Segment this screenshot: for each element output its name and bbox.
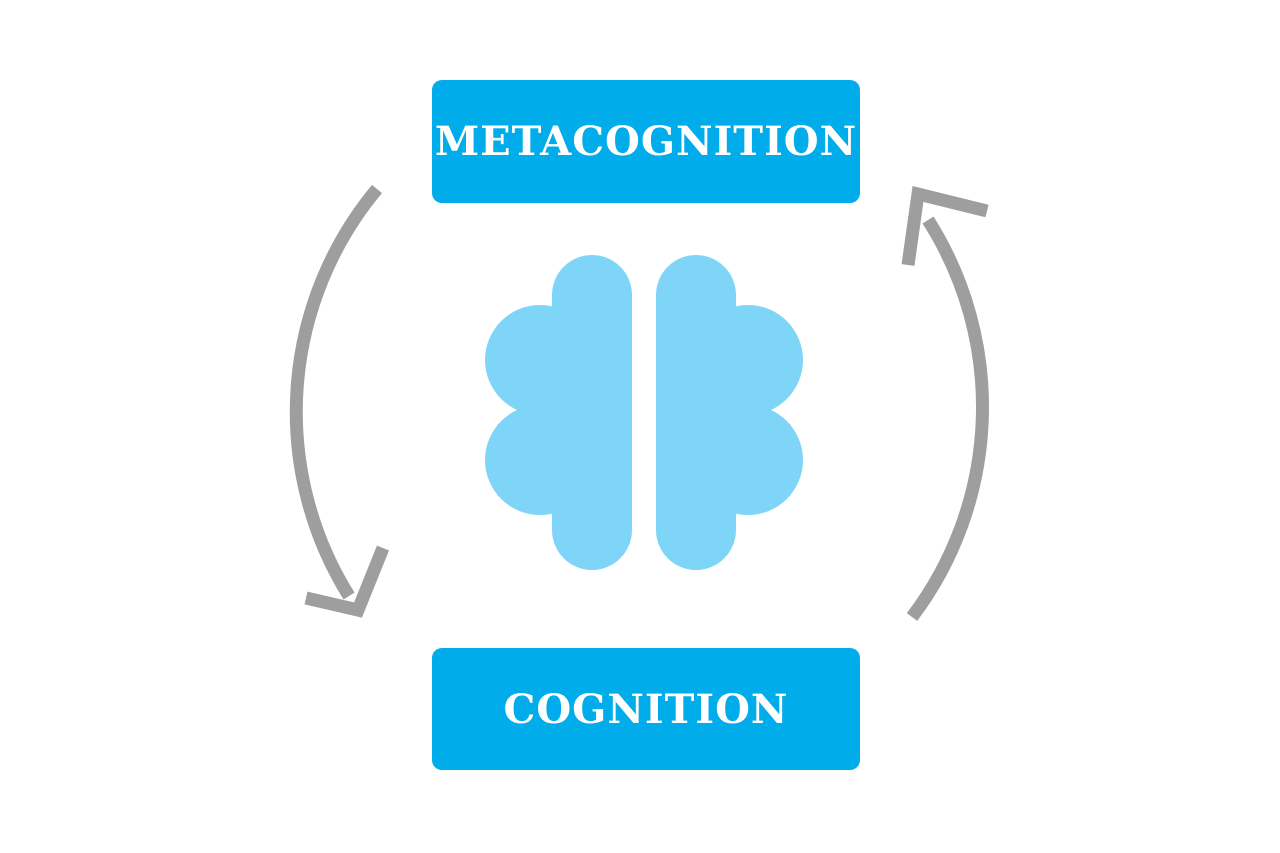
cycle-arrow-down-arc xyxy=(289,184,382,600)
cycle-arrow-down-icon xyxy=(289,184,390,618)
metacognition-label: METACOGNITION xyxy=(434,118,858,165)
metacognition-box: METACOGNITION xyxy=(432,80,860,203)
cycle-arrow-up-head xyxy=(901,185,989,266)
cycle-arrow-up-arc xyxy=(906,216,990,621)
brain-left-hemisphere xyxy=(485,255,632,570)
cycle-arrow-up-icon xyxy=(901,185,990,621)
cognition-box: COGNITION xyxy=(432,648,860,770)
brain-right-hemisphere xyxy=(656,255,803,570)
cognition-label: COGNITION xyxy=(503,685,789,733)
brain-icon xyxy=(485,255,803,570)
cycle-arrow-down-head xyxy=(304,545,390,618)
